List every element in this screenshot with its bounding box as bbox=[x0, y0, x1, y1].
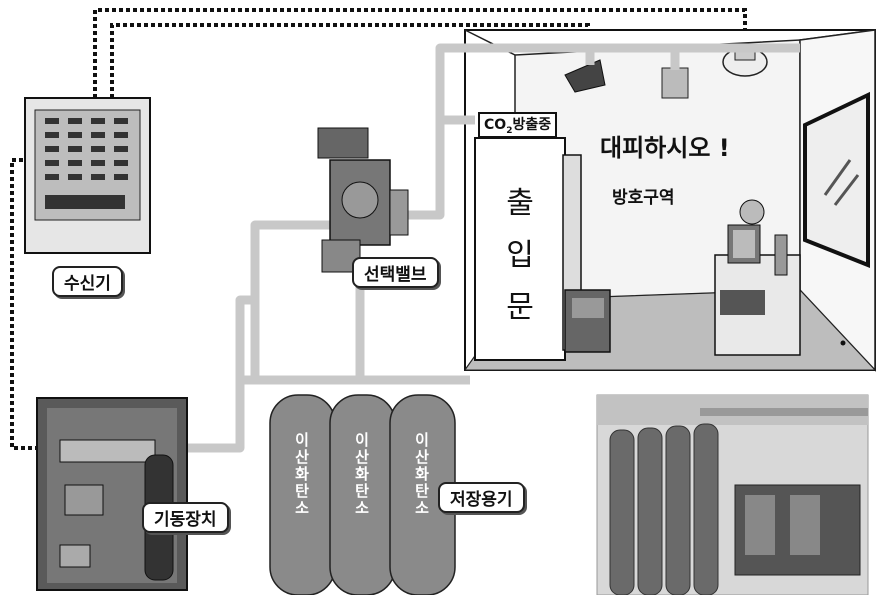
actuator-label: 기동장치 bbox=[142, 502, 229, 533]
cylinder-text-3: 이산화탄소 bbox=[415, 431, 429, 517]
storage-cylinders bbox=[269, 394, 456, 596]
door-char-3: 문 bbox=[506, 290, 534, 325]
desk-computer bbox=[714, 199, 801, 356]
cylinder-text-1: 이산화탄소 bbox=[295, 431, 309, 517]
receiver-label: 수신기 bbox=[52, 266, 123, 297]
actuator-box bbox=[36, 397, 188, 591]
receiver-panel bbox=[24, 97, 151, 254]
cylinder-text-2: 이산화탄소 bbox=[355, 431, 369, 517]
installation-photo bbox=[596, 394, 869, 596]
ceiling-devices bbox=[564, 47, 768, 99]
protected-zone-label: 방호구역 bbox=[612, 188, 675, 208]
selector-valve-label: 선택밸브 bbox=[352, 257, 439, 288]
door-label: 출 입 문 bbox=[495, 178, 545, 334]
door-char-2: 입 bbox=[506, 238, 534, 273]
storage-label: 저장용기 bbox=[438, 482, 525, 513]
co2-discharging-sign: CO2방출중 bbox=[478, 112, 558, 138]
entrance-door bbox=[474, 137, 611, 361]
door-char-1: 출 bbox=[506, 186, 534, 221]
discharge-pipe bbox=[160, 43, 800, 453]
selector-valve bbox=[317, 127, 409, 273]
evacuate-message: 대피하시오 ! bbox=[600, 134, 730, 162]
